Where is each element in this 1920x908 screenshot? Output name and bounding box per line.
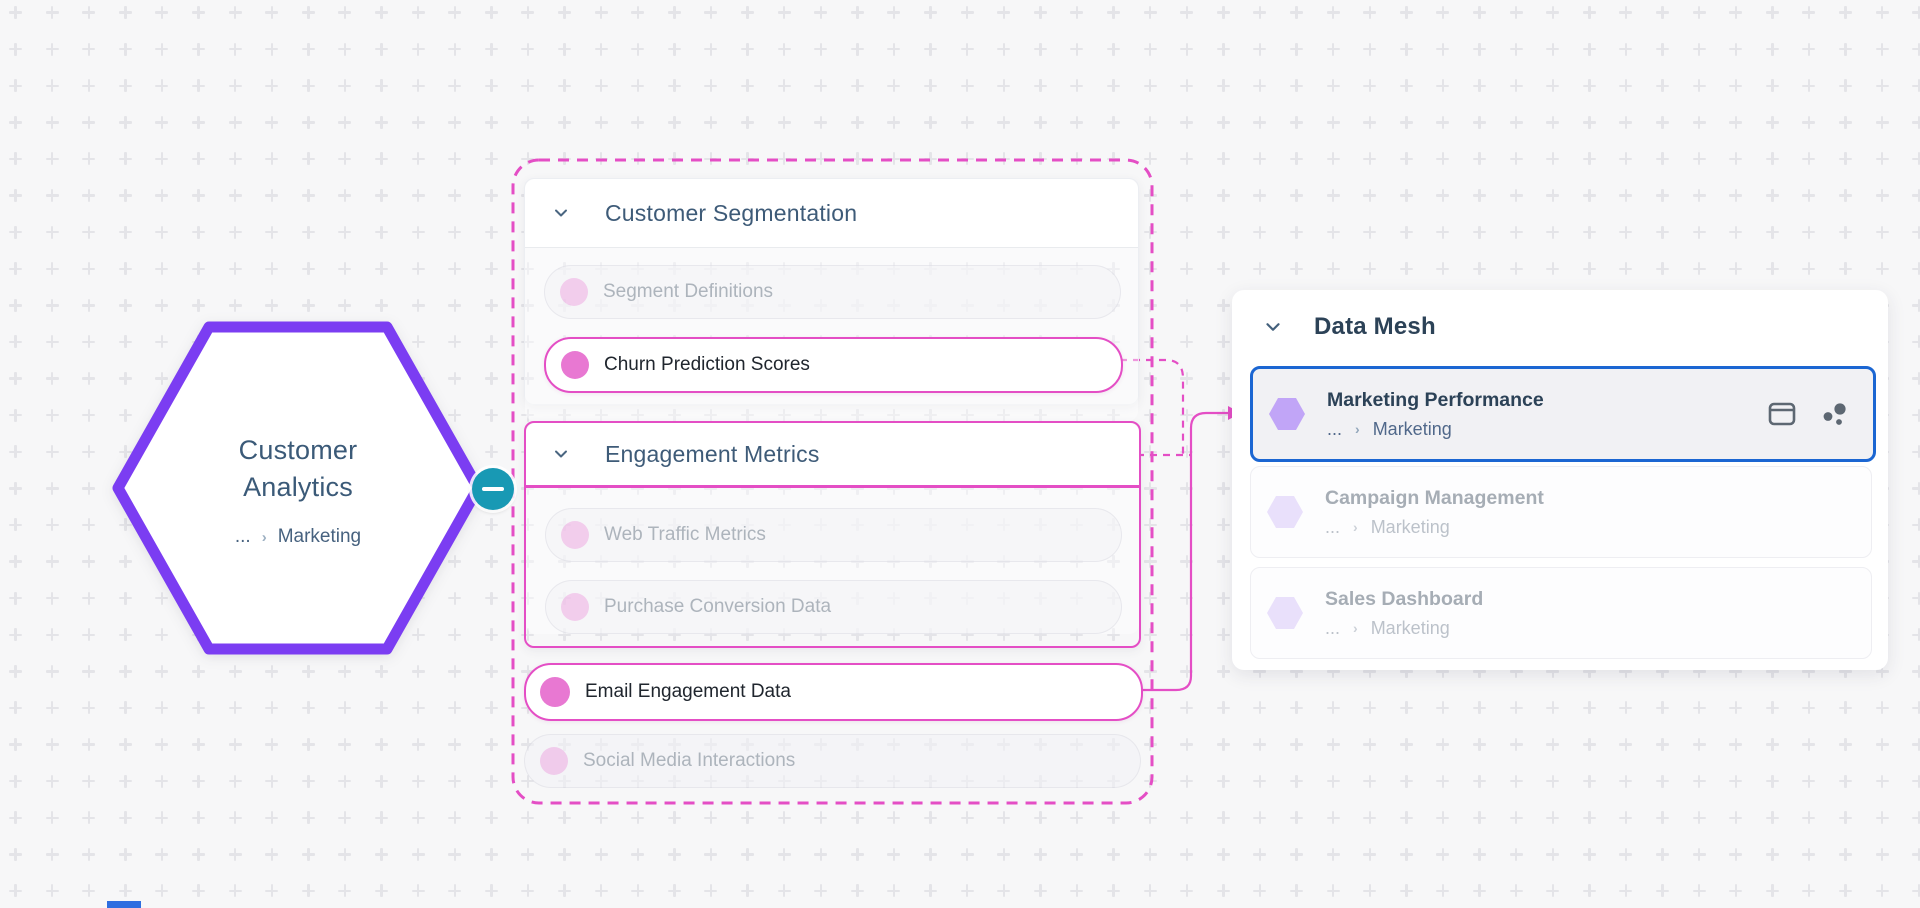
mesh-card-text: Campaign Management ... › Marketing <box>1325 487 1871 538</box>
group-header-engagement-metrics[interactable]: Engagement Metrics <box>526 423 1139 488</box>
canvas-attribution-partial <box>107 901 141 908</box>
chevron-down-icon[interactable] <box>551 444 571 464</box>
dataset-label: Web Traffic Metrics <box>604 524 766 545</box>
breadcrumb-item: Marketing <box>1370 617 1450 638</box>
mesh-card-sales-dashboard[interactable]: Sales Dashboard ... › Marketing <box>1250 567 1872 659</box>
mesh-card-marketing-performance[interactable]: Marketing Performance ... › Marketing <box>1250 366 1876 462</box>
mesh-card-title: Marketing Performance <box>1327 388 1544 411</box>
chevron-right-icon: › <box>1353 620 1358 636</box>
window-icon[interactable] <box>1768 402 1796 426</box>
data-mesh-title: Data Mesh <box>1314 313 1436 340</box>
dataset-label: Segment Definitions <box>603 281 774 302</box>
mesh-card-title: Sales Dashboard <box>1325 587 1484 610</box>
breadcrumb-item: Marketing <box>1370 516 1450 537</box>
group-panel-engagement-metrics[interactable]: Engagement Metrics Web Traffic Metrics P… <box>524 421 1141 648</box>
dataset-dot-icon <box>540 747 568 775</box>
edge-email-to-target <box>1139 411 1228 692</box>
focused-group-dashed-outline <box>511 158 1154 805</box>
chevron-right-icon: › <box>1355 421 1360 437</box>
breadcrumb-item[interactable]: Marketing <box>1372 418 1452 439</box>
chevron-down-icon[interactable] <box>551 203 571 223</box>
chevron-down-icon[interactable] <box>1262 316 1284 338</box>
mesh-card-text: Marketing Performance ... › Marketing <box>1327 389 1768 440</box>
dataset-pill-email-engagement-data[interactable]: Email Engagement Data <box>524 663 1143 721</box>
chevron-right-icon: › <box>1353 519 1358 535</box>
group-body: Web Traffic Metrics Purchase Conversion … <box>526 488 1139 634</box>
dataset-pill-social-media-interactions[interactable]: Social Media Interactions <box>524 734 1141 788</box>
dataset-dot-icon <box>560 278 588 306</box>
group-title: Engagement Metrics <box>605 440 820 467</box>
group-title: Customer Segmentation <box>605 199 858 226</box>
mesh-card-title: Campaign Management <box>1325 486 1544 509</box>
source-node-title-line2: Analytics <box>243 472 353 502</box>
hexagon-icon <box>1267 496 1303 528</box>
breadcrumb-ellipsis: ... <box>1325 516 1341 537</box>
breadcrumb-ellipsis: ... <box>1325 617 1341 638</box>
collapse-node-button[interactable] <box>472 468 514 510</box>
mesh-card-campaign-management[interactable]: Campaign Management ... › Marketing <box>1250 466 1872 558</box>
chevron-right-icon: › <box>261 528 267 546</box>
dataset-pill-purchase-conversion-data[interactable]: Purchase Conversion Data <box>545 580 1122 634</box>
minus-icon <box>482 486 504 492</box>
breadcrumb: ... › Marketing <box>1327 419 1768 440</box>
hexagon-icon <box>1269 398 1305 430</box>
group-body: Segment Definitions Churn Prediction Sco… <box>525 248 1138 421</box>
dataset-label: Email Engagement Data <box>585 681 791 702</box>
dataset-pill-churn-prediction-scores[interactable]: Churn Prediction Scores <box>544 337 1123 393</box>
group-panel-customer-segmentation[interactable]: Customer Segmentation Segment Definition… <box>524 178 1139 421</box>
dataset-dot-icon <box>561 521 589 549</box>
breadcrumb: ... › Marketing <box>158 526 438 548</box>
group-header-customer-segmentation[interactable]: Customer Segmentation <box>525 179 1138 248</box>
breadcrumb-ellipsis[interactable]: ... <box>234 526 251 547</box>
breadcrumb: ... › Marketing <box>1325 618 1871 639</box>
dataset-pill-web-traffic-metrics[interactable]: Web Traffic Metrics <box>545 508 1122 562</box>
data-mesh-header[interactable]: Data Mesh <box>1232 290 1888 364</box>
dataset-pill-segment-definitions[interactable]: Segment Definitions <box>544 265 1121 319</box>
dataset-label: Purchase Conversion Data <box>604 596 832 617</box>
dataset-dot-icon <box>561 593 589 621</box>
source-node-label: Customer Analytics ... › Marketing <box>158 432 438 548</box>
dataset-label: Churn Prediction Scores <box>604 354 810 375</box>
hexagon-icon <box>1267 597 1303 629</box>
mesh-card-actions <box>1768 402 1848 426</box>
breadcrumb-item[interactable]: Marketing <box>277 526 362 547</box>
breadcrumb: ... › Marketing <box>1325 517 1871 538</box>
dataset-dot-icon <box>561 351 589 379</box>
dataset-dot-icon <box>540 677 570 707</box>
breadcrumb-ellipsis[interactable]: ... <box>1327 418 1343 439</box>
data-mesh-panel: Data Mesh Marketing Performance ... › Ma… <box>1232 290 1888 670</box>
cluster-icon[interactable] <box>1823 402 1848 426</box>
source-node-title-line1: Customer <box>238 435 358 465</box>
mesh-card-text: Sales Dashboard ... › Marketing <box>1325 588 1871 639</box>
dataset-label: Social Media Interactions <box>583 750 796 771</box>
